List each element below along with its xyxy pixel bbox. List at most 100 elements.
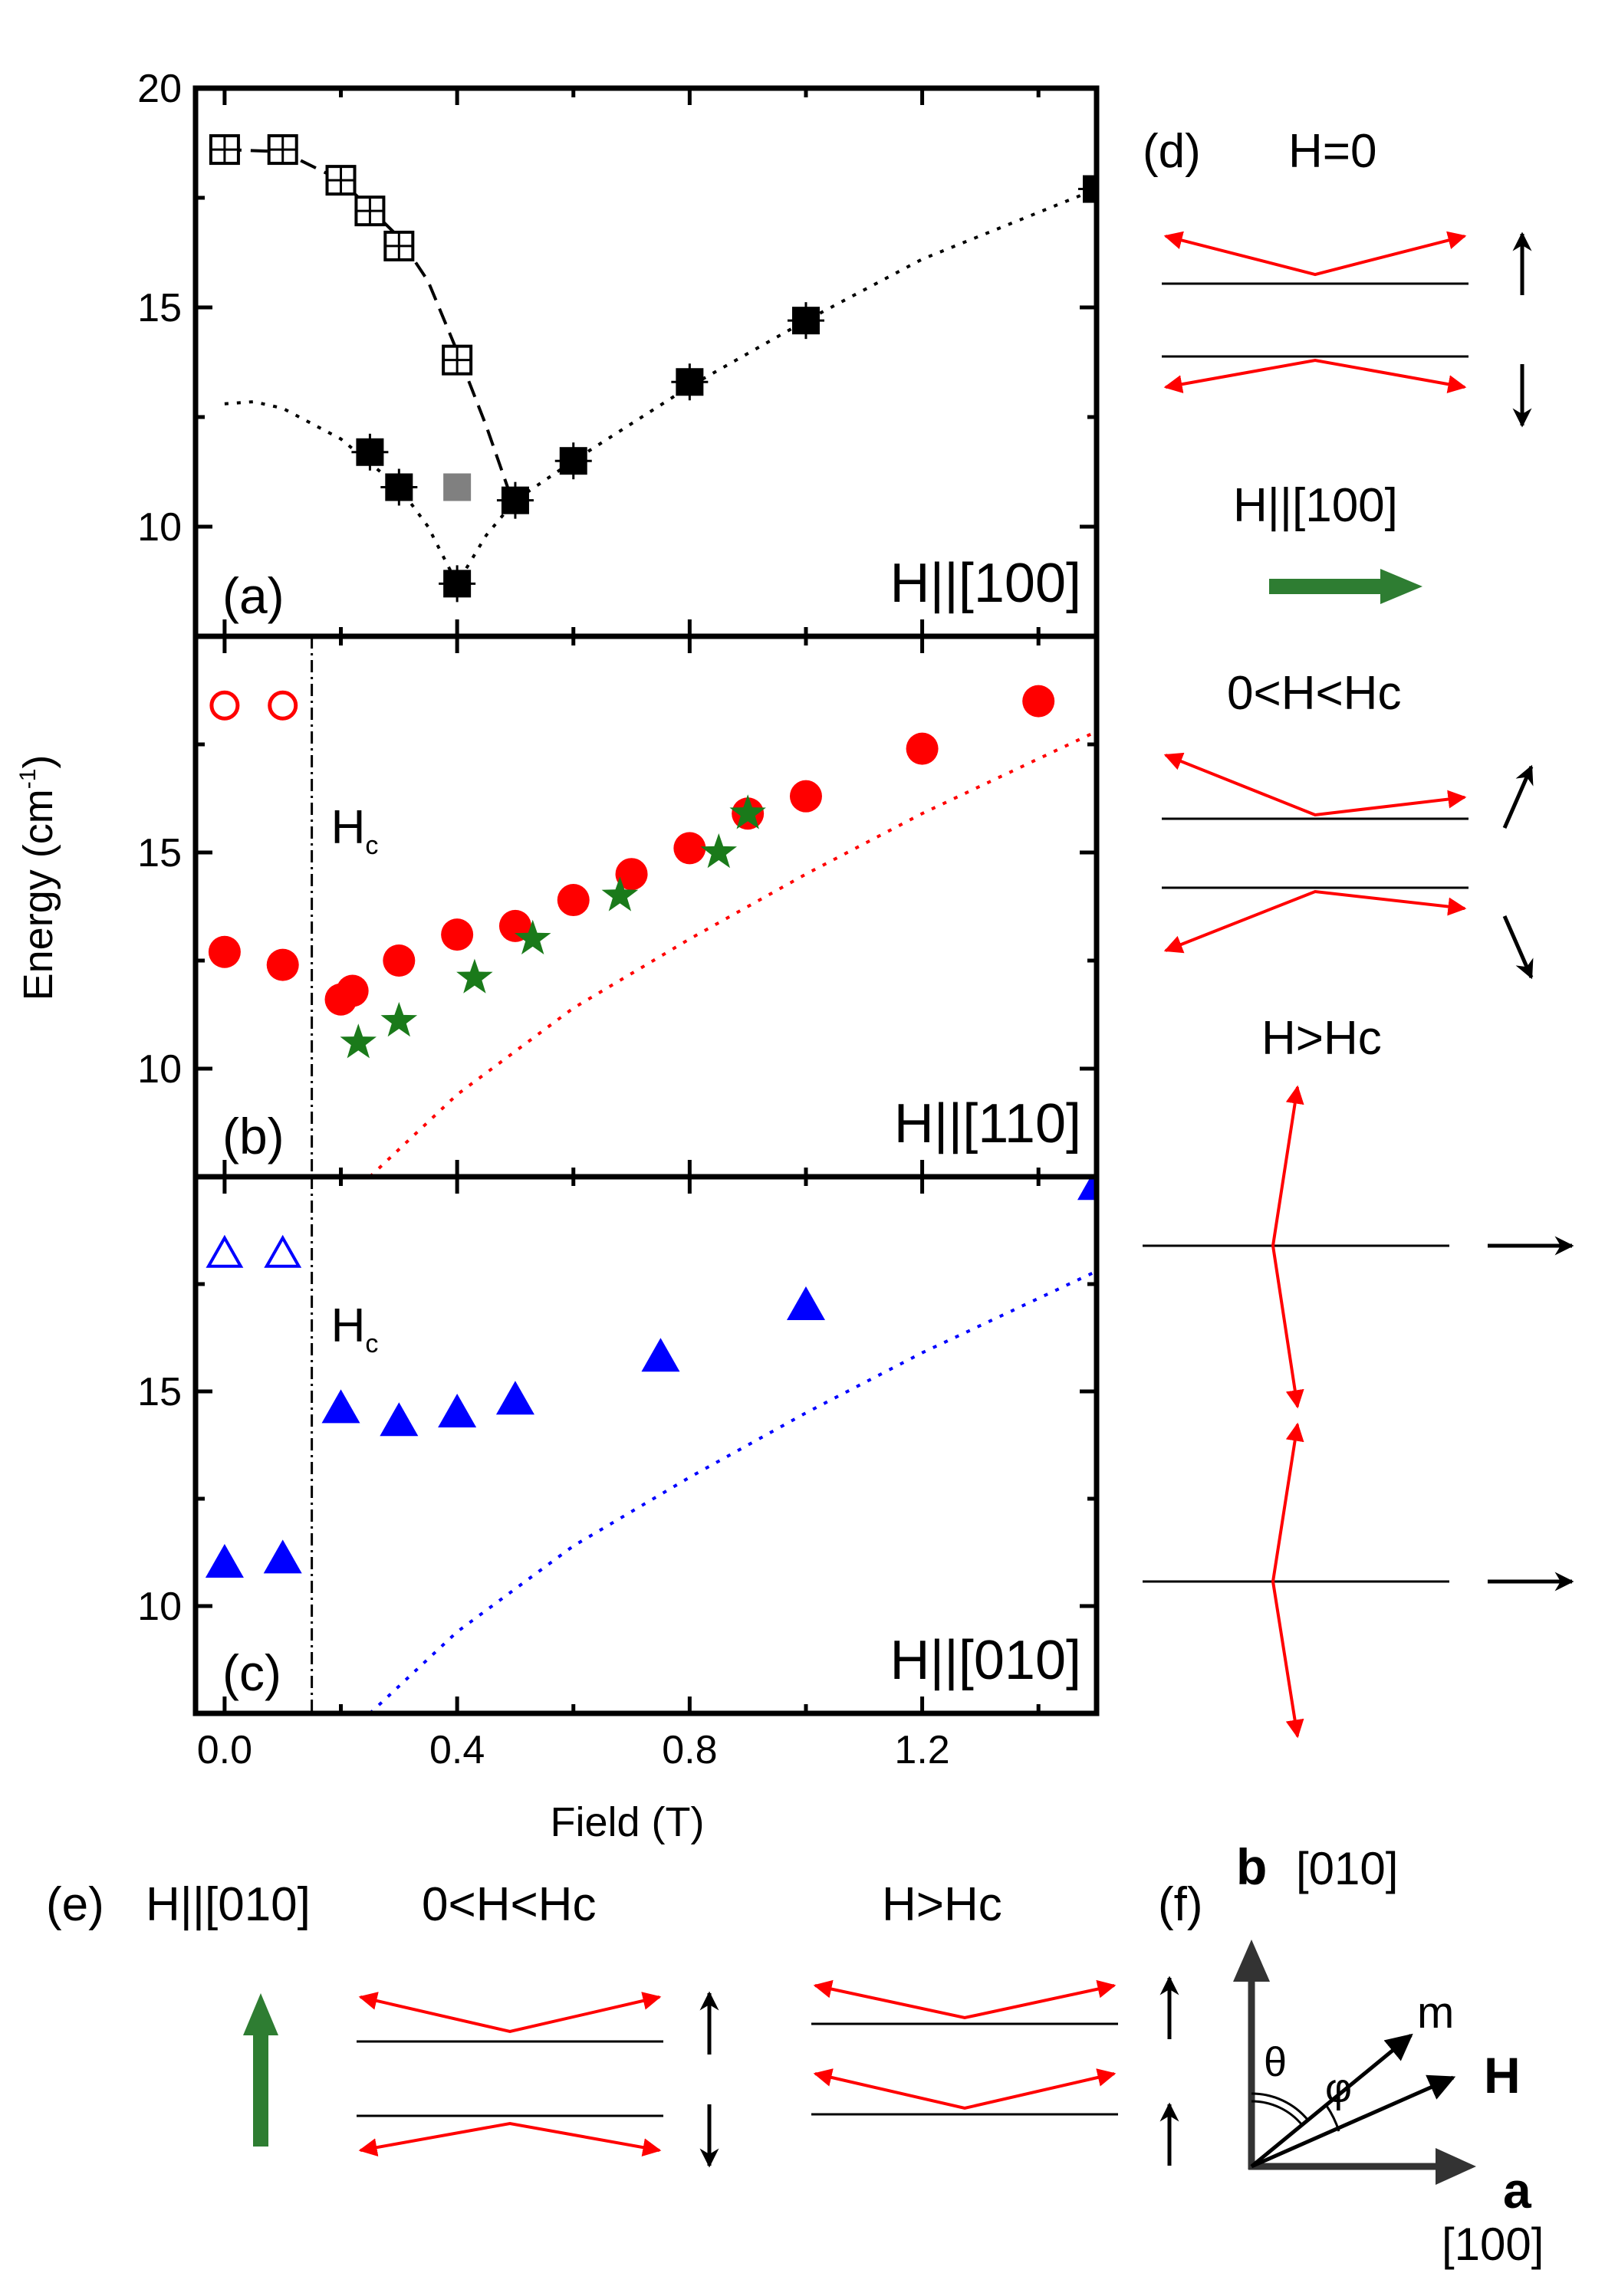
y-tick-label: 10 [137, 1047, 182, 1092]
panel-a: 10 15 20 (a) H||[100] [137, 67, 1100, 639]
filled-circle-marker [336, 974, 369, 1007]
h-vector [1250, 2074, 1456, 2169]
spin-config-h0 [1162, 231, 1532, 428]
panel-d-state-h0: H=0 [1288, 125, 1376, 178]
open-circle-marker [268, 690, 298, 721]
data-series [208, 685, 1055, 1016]
star-marker [700, 833, 737, 869]
open-triangle-marker [206, 1234, 244, 1268]
y-axis-title: Energy (cm-1) [15, 755, 61, 1001]
data-series [351, 170, 1097, 603]
filled-circle-marker [615, 858, 648, 891]
spin-config-high [1143, 1085, 1574, 1739]
plot-area [205, 1177, 1097, 1713]
filled-triangle-marker [786, 1286, 825, 1320]
x-tick-label: 1.2 [894, 1728, 949, 1772]
panel-d-state-high: H>Hc [1261, 1012, 1382, 1065]
plot-area [209, 134, 1097, 603]
open-triangle-marker [264, 1234, 302, 1268]
filled-circle-marker [1022, 685, 1055, 718]
hc-label: Hc [331, 801, 379, 860]
panel-d: (d) H=0 H||[100] 0<H<Hc H>Hc [1143, 125, 1574, 1739]
panel-label: (a) [222, 567, 284, 624]
y-tick-label: 15 [137, 831, 182, 875]
panel-d-state-low: 0<H<Hc [1227, 667, 1401, 720]
b-axis-label: b [1236, 1838, 1267, 1895]
field-direction-label: H||[100] [890, 553, 1081, 614]
a-axis-index: [100] [1442, 2219, 1544, 2270]
m-label: m [1417, 1988, 1454, 2038]
b-axis-index: [010] [1296, 1843, 1398, 1894]
gray-square-marker [443, 473, 472, 501]
x-tick-label: 0.4 [429, 1728, 485, 1772]
m-vector [1250, 2033, 1413, 2168]
x-tick-label: 0.8 [662, 1728, 717, 1772]
filled-circle-marker [266, 948, 299, 981]
field-arrow-010 [243, 1993, 278, 2147]
hc-label: Hc [331, 1299, 379, 1358]
filled-triangle-marker [380, 1402, 419, 1437]
h-label: H [1484, 2047, 1521, 2104]
fit-curve [369, 730, 1097, 1177]
y-tick-label: 15 [137, 1370, 182, 1414]
filled-triangle-marker [495, 1381, 534, 1415]
data-series [340, 794, 766, 1059]
filled-circle-marker [441, 918, 474, 951]
filled-triangle-marker [438, 1394, 477, 1427]
filled-triangle-marker [321, 1389, 360, 1424]
filled-circle-marker [557, 884, 590, 917]
svg-text:Energy (cm-1): Energy (cm-1) [15, 755, 61, 1001]
fit-curve [369, 1270, 1097, 1713]
y-tick-label: 10 [137, 1585, 182, 1629]
filled-triangle-marker [1077, 1177, 1097, 1201]
ylabel-main: Energy (cm [15, 789, 61, 1000]
star-marker [729, 794, 766, 829]
panel-label: (b) [222, 1108, 284, 1164]
panel-f-label: (f) [1158, 1878, 1203, 1931]
panel-f: (f) b [010] a [100] m H θ φ [1158, 1838, 1544, 2270]
theta-arc-inner [1251, 2100, 1304, 2126]
star-marker [456, 958, 493, 994]
phi-arc [1325, 2105, 1340, 2132]
filled-circle-marker [906, 732, 939, 765]
plot-frame [192, 1174, 1100, 1716]
star-marker [514, 919, 551, 954]
phi-label: φ [1325, 2065, 1352, 2111]
theta-label: θ [1264, 2039, 1287, 2085]
filled-circle-marker [383, 944, 416, 977]
plot-area [208, 636, 1097, 1177]
x-tick-label: 0.0 [197, 1728, 252, 1772]
panel-e-label: (e) [46, 1878, 104, 1931]
data-series [209, 690, 298, 721]
star-marker [601, 876, 639, 912]
a-axis-label: a [1503, 2162, 1532, 2219]
data-series [205, 1177, 1097, 1578]
data-series [209, 134, 473, 376]
y-tick-label: 20 [137, 67, 182, 111]
spin-config-low [1162, 752, 1534, 980]
star-marker [340, 1023, 377, 1059]
data-series [206, 1234, 302, 1268]
theta-arc [1251, 2092, 1310, 2121]
y-tick-label: 15 [137, 286, 182, 330]
a-axis-arrowhead [1436, 2148, 1476, 2185]
field-arrow-100 [1269, 569, 1422, 604]
panel-e-state-high: H>Hc [882, 1878, 1002, 1931]
fit-curve-lower [224, 187, 1097, 587]
filled-circle-marker [789, 780, 822, 813]
panel-e-state-low: 0<H<Hc [422, 1878, 596, 1931]
panel-e-field-dir: H||[010] [146, 1878, 311, 1931]
b-axis-arrowhead [1233, 1940, 1270, 1982]
panel-d-field-dir: H||[100] [1233, 479, 1398, 532]
y-tick-label: 10 [137, 505, 182, 550]
ylabel-sup: -1 [15, 769, 41, 790]
x-axis-title: Field (T) [551, 1799, 705, 1845]
ylabel-close: ) [15, 755, 61, 769]
panel-d-label: (d) [1143, 125, 1201, 178]
spin-config-e-low [357, 1991, 719, 2168]
filled-triangle-marker [205, 1544, 244, 1578]
field-direction-label: H||[010] [890, 1630, 1081, 1691]
